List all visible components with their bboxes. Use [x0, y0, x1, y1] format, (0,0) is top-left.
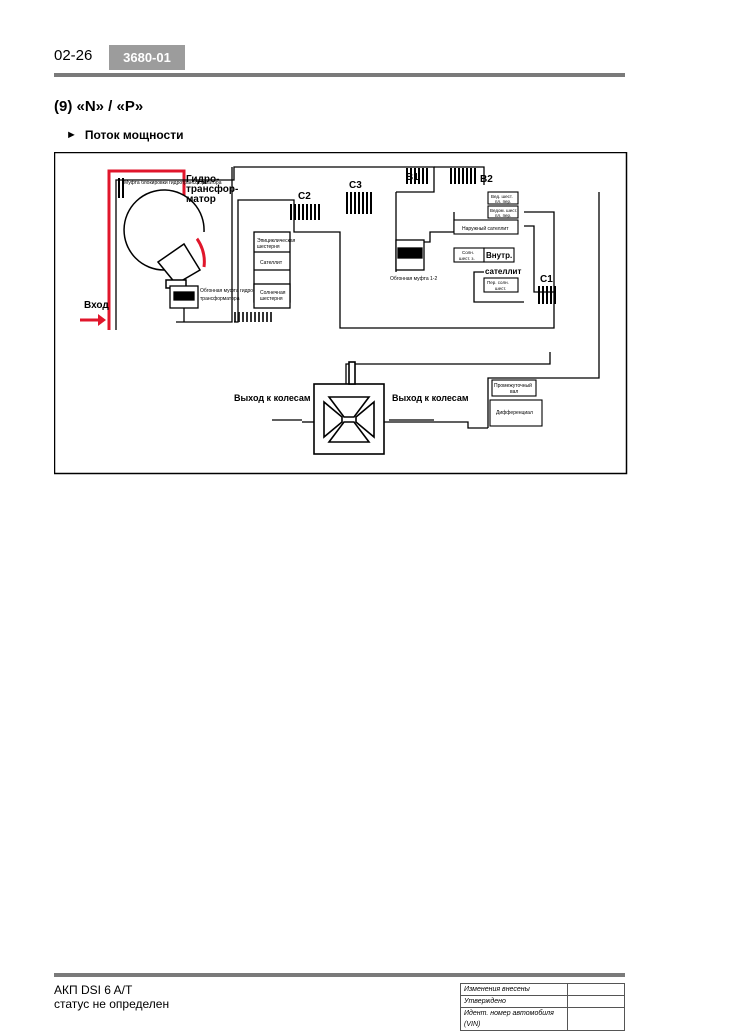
approval-row-label: Изменения внесены	[460, 983, 568, 996]
front-sun-label-1: Вед. шест.	[491, 194, 513, 199]
page-number: 02-26	[54, 47, 93, 64]
clutch-c2-plates	[290, 204, 322, 220]
approval-row-label: Утверждено	[460, 995, 568, 1008]
lockup-clutch-label: Муфта блокировки гидротрансформатора	[124, 180, 222, 186]
brake-b1-plates	[406, 168, 428, 184]
front-sun2-label-2: шест.	[495, 286, 506, 291]
footer-rule	[54, 973, 625, 977]
triangle-bullet-icon: ►	[66, 129, 77, 141]
one-way-clutch-12	[395, 239, 425, 271]
sun-gear-label-1: Солнечная	[260, 290, 286, 296]
brake-b2-plates	[450, 168, 478, 184]
table-row: Изменения внесены	[460, 983, 625, 996]
converter-label-2: трансфор-	[186, 183, 238, 195]
status-text: статус не определен	[54, 997, 170, 1011]
rear-drive-label-2: пл. пер.	[495, 213, 511, 218]
inner-satellite-label-1: Внутр.	[486, 251, 512, 260]
front-sun-label-2: пл. пер.	[495, 199, 511, 204]
header-rule	[54, 73, 625, 77]
planetary-set	[253, 231, 291, 309]
c1-label: C1	[540, 274, 553, 285]
b1-label: B1	[406, 172, 419, 183]
c3-label: C3	[349, 180, 362, 191]
subheading-text: Поток мощности	[84, 128, 184, 142]
bypass-clutch-label-2: трансформатора	[200, 296, 240, 302]
subheading: ► Поток мощности	[66, 128, 183, 142]
input-arrow-icon	[98, 314, 106, 326]
sun-s-label-1: Солн.	[462, 250, 474, 255]
section-title: (9) «N» / «P»	[54, 98, 144, 115]
inner-satellite-label-2: сателлит	[485, 267, 521, 276]
converter-label-1: Гидро-	[186, 174, 219, 185]
shaft-lines	[115, 166, 600, 429]
table-row: Утверждено	[460, 995, 625, 1008]
rear-drive-label-1: Ведом. шест.	[490, 208, 517, 213]
approval-row-label: Идент. номер автомобиля (VIN)	[460, 1007, 568, 1031]
lockup-clutch-plates	[116, 178, 124, 198]
differential-symbol	[313, 361, 385, 455]
c2-label: C2	[298, 191, 311, 202]
torque-converter	[123, 189, 205, 289]
output-left-label: Выход к колесам	[234, 393, 311, 403]
converter-bypass-clutch	[169, 285, 199, 322]
housing-hatch	[234, 312, 274, 322]
input-label: Вход	[84, 300, 109, 311]
clutch-c1-plates	[538, 286, 558, 304]
epicyclic-label-2: шестерня	[257, 244, 280, 250]
product-name: АКП DSI 6 A/T	[54, 983, 133, 997]
satellite-label: Сателлит	[260, 260, 283, 266]
epicyclic-label-1: Эпициклическая	[257, 238, 296, 244]
intermediate-shaft-label-1: Промежуточный	[494, 382, 532, 389]
approval-table: Изменения внесены Утверждено Идент. номе…	[460, 983, 625, 1031]
power-flow-diagram: Вход Муфта блокировки гидротрансформатор…	[54, 152, 628, 475]
gear-boxes	[453, 191, 543, 427]
sun-gear-label-2: шестерня	[260, 296, 283, 302]
footer-left: АКП DSI 6 A/T статус не определен	[54, 983, 169, 1011]
output-right-label: Выход к колесам	[392, 393, 469, 403]
doc-code-badge: 3680-01	[109, 45, 185, 70]
clutch-c3-plates	[344, 192, 372, 214]
converter-label-3: матор	[186, 194, 216, 205]
sun-s-label-2: шест. з.	[459, 256, 475, 261]
differential-label: Дифференциал	[496, 410, 533, 416]
diagram-frame	[54, 152, 628, 475]
front-sun2-label-1: Пер. солн.	[487, 280, 509, 285]
outer-satellite-label: Наружный сателлит	[462, 225, 509, 232]
clutch-12-label: Обгонная муфта 1-2	[390, 276, 437, 282]
bypass-clutch-label-1: Обгонная муфта гидро-	[200, 288, 255, 294]
b2-label: B2	[480, 174, 493, 185]
table-row: Идент. номер автомобиля (VIN)	[460, 1007, 625, 1031]
intermediate-shaft-label-2: вал	[510, 389, 518, 395]
